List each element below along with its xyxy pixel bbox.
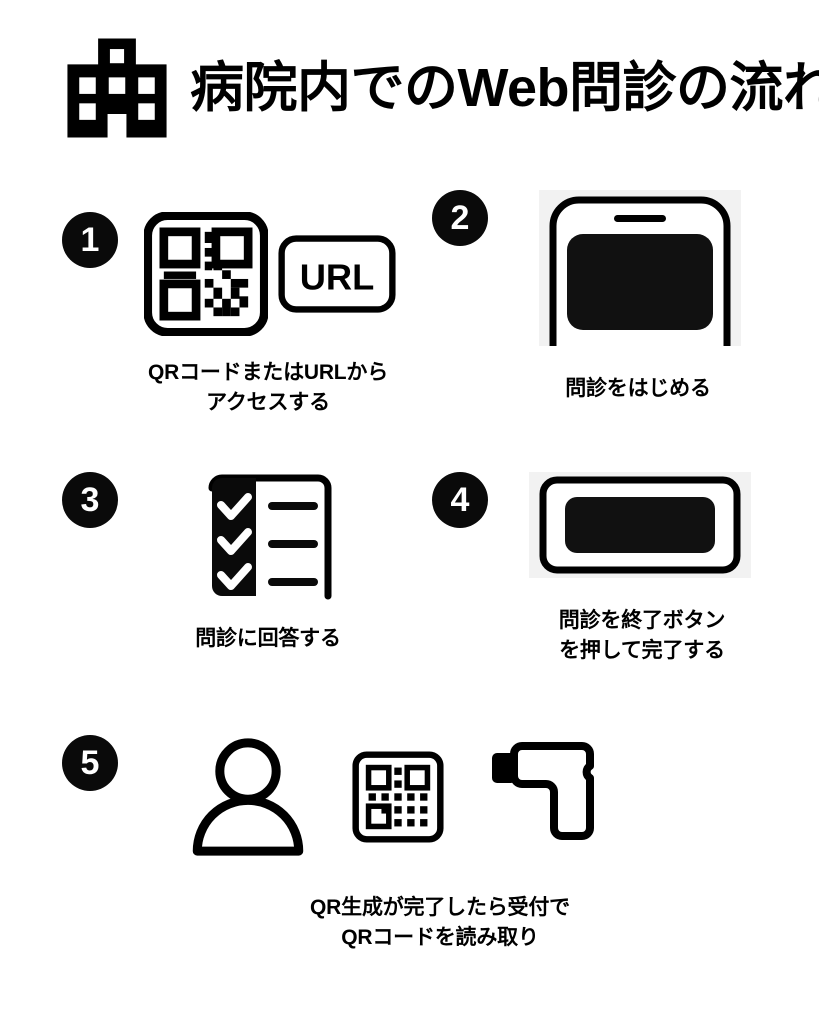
step-4-badge: 4: [432, 472, 488, 528]
check-icon: [217, 528, 252, 555]
qr-code-icon: [144, 212, 268, 336]
step-4-row: 4 問診を終了: [432, 472, 792, 578]
step-1-caption: QRコードまたはURLから アクセスする: [147, 361, 389, 414]
step-1: 1: [62, 212, 422, 418]
checklist-icon: [208, 474, 332, 600]
end-survey-card-icon: [529, 472, 751, 578]
person-icon: [192, 738, 304, 856]
step-5: 5: [62, 735, 762, 953]
step-3-badge: 3: [62, 472, 118, 528]
step-3-artwork: [118, 472, 422, 602]
phone-speaker: [614, 215, 666, 222]
step-2: 2 問診をはじめる 問診をはじめる: [432, 190, 792, 404]
page-title: 病院内でのWeb問診の流れ: [190, 57, 819, 118]
scanner-head: [492, 753, 516, 783]
step-5-row: 5: [62, 735, 762, 859]
start-survey-button: [567, 234, 713, 330]
hospital-building-icon: [67, 37, 167, 138]
step-3-row: 3: [62, 472, 422, 602]
check-icon: [217, 493, 252, 520]
qr-code-icon: [352, 751, 444, 843]
url-box-icon: URL: [278, 235, 396, 313]
step-1-badge: 1: [62, 212, 118, 268]
url-box-label: URL: [300, 256, 375, 297]
barcode-scanner-icon: [492, 742, 594, 840]
smartphone-icon: [539, 190, 741, 346]
step-5-artwork: [118, 735, 762, 859]
step-2-badge: 2: [432, 190, 488, 246]
step-1-artwork: URL: [118, 212, 422, 336]
step-4: 4 問診を終了 問診を終了ボタン を押して完了する: [432, 472, 792, 666]
step-2-artwork: 問診をはじめる: [488, 190, 792, 346]
step-4-caption: 問診を終了ボタン を押して完了する: [558, 609, 726, 662]
step-2-caption: 問診をはじめる: [565, 377, 711, 400]
step-4-artwork: 問診を終了: [488, 472, 792, 578]
page-header: 病院内でのWeb問診の流れ: [0, 0, 819, 175]
step-3-caption: 問診に回答する: [195, 627, 341, 650]
step-5-badge: 5: [62, 735, 118, 791]
step-2-row: 2 問診をはじめる: [432, 190, 792, 346]
step-1-row: 1: [62, 212, 422, 336]
step-5-caption: QR生成が完了したら受付で QRコードを読み取り: [310, 896, 570, 949]
end-survey-button: [565, 497, 715, 553]
step-3: 3 問診に回答する: [62, 472, 422, 654]
check-icon: [217, 563, 252, 590]
